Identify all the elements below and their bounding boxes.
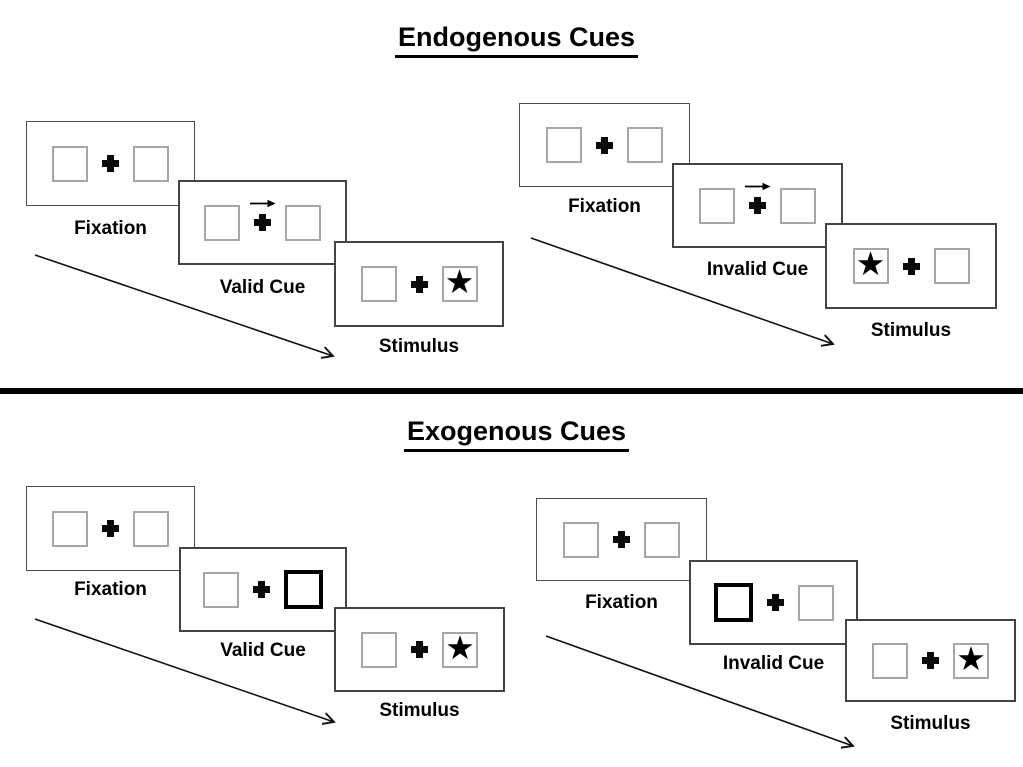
fixation-panel: [26, 121, 195, 206]
star-icon: ★: [445, 627, 475, 667]
placeholder-box-left: [203, 571, 239, 608]
fixation-panel: [536, 498, 707, 581]
star-icon: ★: [855, 244, 886, 283]
stimulus-panel: ★: [334, 241, 504, 327]
cue-box-left: [713, 583, 753, 622]
section-title-text: Endogenous Cues: [394, 22, 638, 58]
placeholder-box-right: [780, 187, 816, 224]
star-icon: ★: [956, 638, 986, 678]
fixation-cross-icon: [745, 182, 771, 214]
placeholder-box-right: [133, 145, 169, 182]
target-box-right: ★: [441, 262, 478, 302]
step-label-fixation: Fixation: [74, 579, 147, 600]
section-divider: [0, 388, 1023, 394]
fixation-cross-icon: [102, 155, 119, 172]
star-icon: ★: [444, 262, 475, 301]
step-label-cue: Valid Cue: [220, 640, 306, 661]
cue-box-right: [284, 570, 323, 609]
target-box-right: ★: [442, 627, 478, 668]
step-label-stimulus: Stimulus: [378, 336, 460, 357]
step-label-stimulus: Stimulus: [870, 320, 952, 341]
placeholder-box-right: [627, 127, 663, 163]
fixation-cross-icon: [102, 520, 119, 537]
timeline-arrow-icon: [34, 254, 342, 362]
cue-arrow-icon: [249, 198, 276, 209]
placeholder-box-left: [563, 521, 599, 558]
stimulus-panel: ★: [334, 607, 505, 692]
placeholder-box-left: [360, 266, 397, 302]
placeholder-box-left: [361, 631, 397, 668]
target-box-right: ★: [953, 638, 989, 679]
step-label-fixation: Fixation: [74, 218, 147, 239]
timeline-arrow-icon: [530, 237, 842, 351]
fixation-cross-icon: [250, 199, 276, 231]
placeholder-box-right: [285, 204, 321, 241]
fixation-panel: [519, 103, 690, 187]
fixation-cross-icon: [410, 275, 428, 293]
timeline-arrow-icon: [34, 618, 342, 729]
placeholder-box-left: [52, 510, 88, 547]
section-title-endogenous: Endogenous Cues: [5, 22, 1023, 58]
cue-panel: [689, 560, 858, 645]
step-label-cue: Valid Cue: [219, 277, 306, 298]
step-label-stimulus: Stimulus: [379, 700, 460, 721]
fixation-cross-icon: [922, 652, 939, 669]
target-box-left: ★: [852, 244, 889, 284]
fixation-cross-icon: [766, 594, 784, 611]
cue-panel: [178, 180, 347, 265]
step-label-fixation: Fixation: [568, 196, 641, 217]
placeholder-box-left: [872, 642, 908, 679]
cue-panel: [672, 163, 843, 248]
placeholder-box-right: [797, 584, 834, 621]
placeholder-box-left: [546, 127, 582, 163]
fixation-cross-icon: [253, 581, 270, 598]
step-label-fixation: Fixation: [585, 592, 658, 613]
placeholder-box-left: [52, 145, 88, 182]
stimulus-panel: ★: [825, 223, 997, 309]
section-title-text: Exogenous Cues: [403, 416, 630, 452]
fixation-cross-icon: [902, 257, 920, 275]
fixation-cross-icon: [596, 136, 613, 154]
stimulus-panel: ★: [845, 619, 1016, 702]
cue-arrow-icon: [744, 181, 771, 192]
fixation-cross-icon: [411, 641, 428, 658]
placeholder-box-right: [133, 510, 169, 547]
placeholder-box-left: [699, 187, 735, 224]
placeholder-box-left: [204, 204, 240, 241]
cue-panel: [179, 547, 347, 632]
placeholder-box-right: [644, 521, 680, 558]
placeholder-box-right: [933, 248, 970, 284]
timeline-arrow-icon: [545, 635, 861, 754]
section-title-exogenous: Exogenous Cues: [5, 416, 1023, 452]
fixation-panel: [26, 486, 195, 571]
step-label-cue: Invalid Cue: [722, 653, 825, 674]
step-label-cue: Invalid Cue: [706, 259, 809, 280]
step-label-stimulus: Stimulus: [890, 713, 971, 734]
fixation-cross-icon: [613, 531, 630, 548]
